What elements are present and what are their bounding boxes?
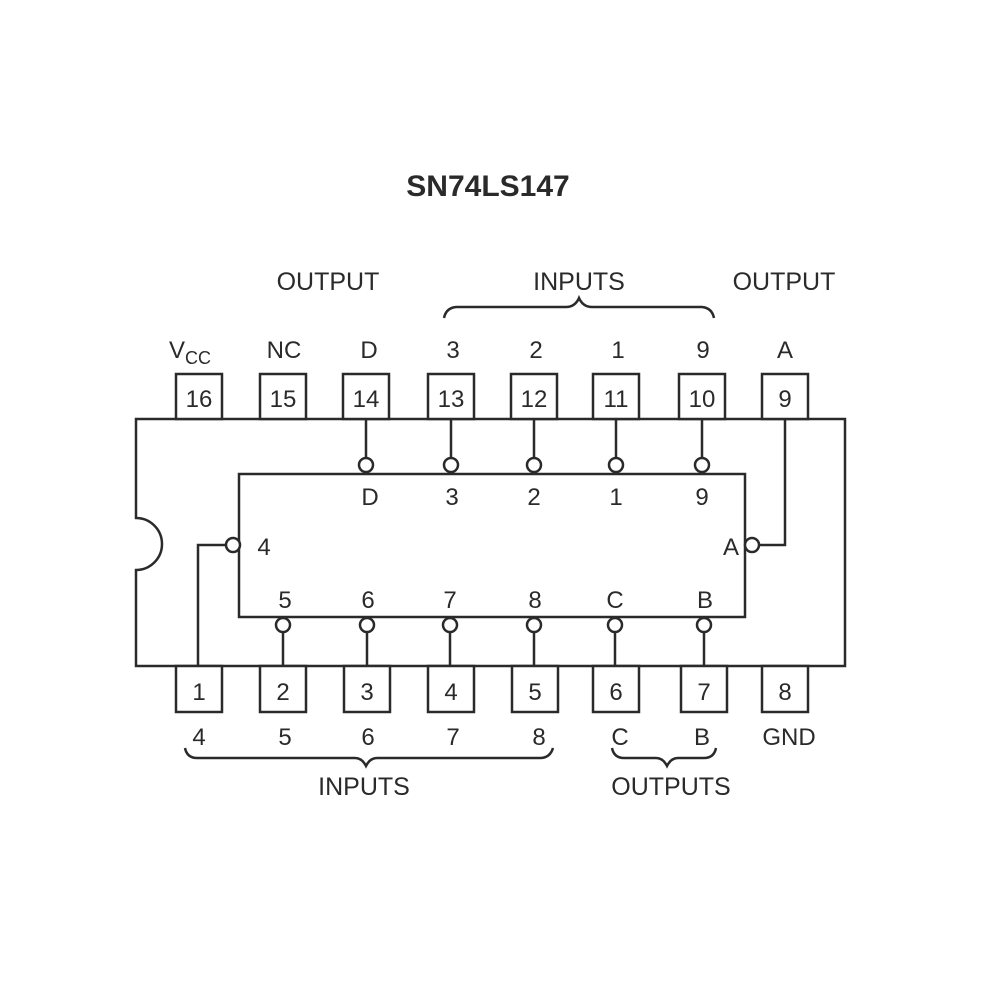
pin-label-c: C (611, 724, 628, 751)
pin-number: 8 (778, 679, 791, 706)
inner-label-2: 2 (527, 484, 540, 511)
pin-label-b: B (694, 724, 710, 751)
pin-number: 1 (192, 679, 205, 706)
top-pin-14: 14 D (341, 337, 391, 421)
top-inputs-label: INPUTS (533, 268, 625, 296)
package-outline (134, 417, 847, 668)
bottom-pin-7: 7 B (679, 664, 729, 751)
inner-label-8: 8 (528, 587, 541, 614)
pin-number: 7 (697, 679, 710, 706)
pin-number: 12 (521, 386, 548, 413)
top-pin-9: 9 A (760, 337, 810, 421)
inner-label-d: D (361, 484, 378, 511)
pin-number: 2 (276, 679, 289, 706)
pin-label-d: D (360, 337, 377, 364)
pin-number: 15 (270, 386, 297, 413)
top-pin-11: 11 1 (591, 337, 641, 421)
pin-number: 4 (444, 679, 457, 706)
pin-label-8: 8 (532, 724, 545, 751)
inner-label-5: 5 (278, 587, 291, 614)
top-inputs-brace (442, 294, 716, 319)
bottom-pin-8: 8 GND (760, 664, 816, 751)
pin-label-a: A (777, 337, 793, 364)
pin-number: 11 (604, 386, 629, 413)
pin-label-2: 2 (529, 337, 542, 364)
inner-label-9: 9 (695, 484, 708, 511)
bottom-pin-6: 6 C (591, 664, 641, 751)
bottom-pin-3: 3 6 (342, 664, 392, 751)
pin-label-5: 5 (278, 724, 291, 751)
bottom-pin-1: 1 4 (174, 664, 224, 751)
inner-label-c: C (606, 587, 623, 614)
pin-number: 3 (360, 679, 373, 706)
pin-label-nc: NC (267, 337, 302, 364)
pin-label-4: 4 (192, 724, 205, 751)
top-pin-16: 16 VCC (169, 337, 224, 421)
top-output-left-label: OUTPUT (277, 268, 380, 296)
pin-number: 16 (186, 386, 213, 413)
top-pin-10: 10 9 (677, 337, 727, 421)
bottom-pin-5: 5 8 (510, 664, 560, 751)
top-pin-13: 13 3 (426, 337, 476, 421)
pin-label-3: 3 (446, 337, 459, 364)
top-output-right-label: OUTPUT (733, 268, 836, 296)
pin-label-1: 1 (611, 337, 624, 364)
inner-label-7: 7 (443, 587, 456, 614)
pin-label-vcc: VCC (169, 337, 211, 368)
inner-label-3: 3 (445, 484, 458, 511)
inner-label-a: A (723, 534, 739, 561)
pin-number: 5 (528, 679, 541, 706)
pin-number: 6 (609, 679, 622, 706)
encoder-block (237, 472, 747, 619)
bottom-inputs-label: INPUTS (318, 773, 410, 801)
top-pin-12: 12 2 (509, 337, 559, 421)
pin-label-7: 7 (446, 724, 459, 751)
bottom-inputs-brace (183, 747, 555, 769)
inner-label-b: B (697, 587, 713, 614)
pin-label-6: 6 (361, 724, 374, 751)
bottom-pin-2: 2 5 (258, 664, 308, 751)
top-pin-15: 15 NC (258, 337, 308, 421)
pin-number: 13 (438, 386, 465, 413)
pin-label-9: 9 (696, 337, 709, 364)
pin-number: 9 (778, 386, 791, 413)
bottom-pin-4: 4 7 (426, 664, 476, 751)
bottom-outputs-label: OUTPUTS (611, 773, 730, 801)
pin-label-gnd: GND (762, 724, 815, 751)
pin-number: 14 (353, 386, 380, 413)
pin-number: 10 (689, 386, 716, 413)
bottom-outputs-brace (610, 747, 718, 769)
inner-label-6: 6 (361, 587, 374, 614)
inner-label-4: 4 (257, 534, 270, 561)
chip-title: SN74LS147 (406, 170, 569, 203)
inversion-bubbles (224, 456, 761, 634)
inner-label-1: 1 (609, 484, 622, 511)
internal-wiring (196, 419, 787, 666)
